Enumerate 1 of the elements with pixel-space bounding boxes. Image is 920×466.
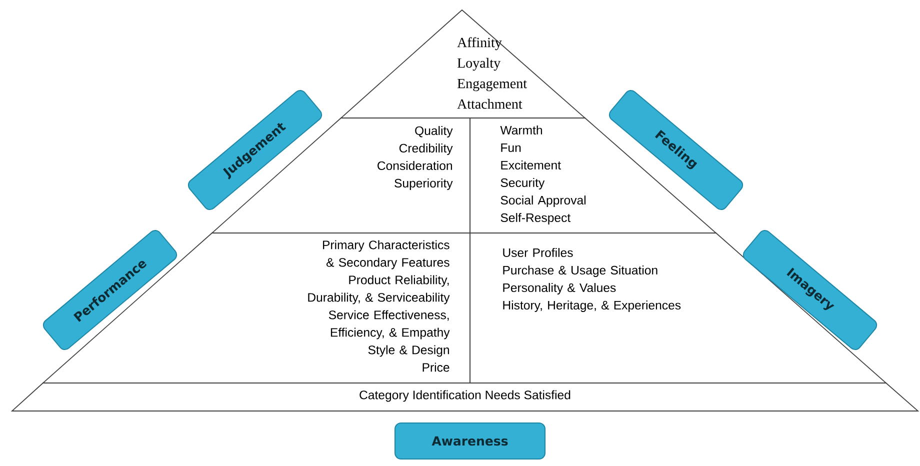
level-tab: Awareness [394, 422, 546, 460]
